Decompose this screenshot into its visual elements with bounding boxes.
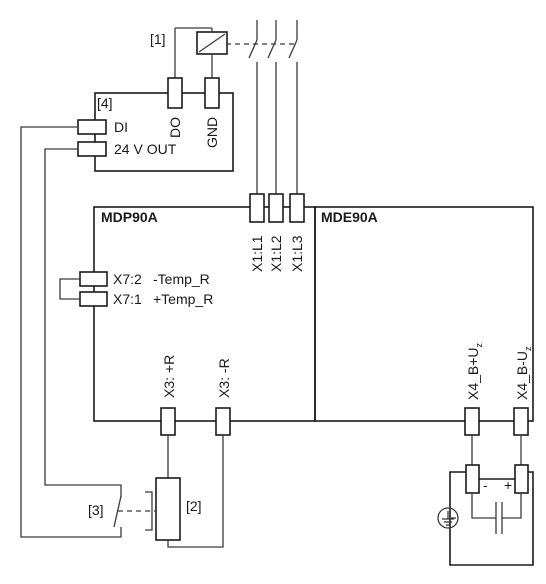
braking-resistor <box>155 477 181 541</box>
brake-minus-label: - <box>483 477 488 493</box>
mdp90a-label: MDP90A <box>101 209 158 225</box>
gnd-label: GND <box>204 117 220 148</box>
x3-minus-r-terminal <box>215 407 231 436</box>
ground-icon <box>437 507 459 529</box>
x4-b-minus-label: X4_B-Uz <box>514 346 533 400</box>
brake-minus-terminal <box>465 464 480 494</box>
out24-label: 24 V OUT <box>114 141 177 157</box>
mde90a-label: MDE90A <box>321 209 378 225</box>
x1-l2-label: X1:L2 <box>268 235 284 272</box>
x3-plus-r-terminal <box>160 407 176 436</box>
out24-terminal <box>77 141 107 157</box>
do-label: DO <box>167 117 183 138</box>
x1-l1-terminal <box>249 193 265 223</box>
x1-l3-terminal <box>289 193 305 223</box>
resistor-ref-label: [2] <box>186 498 202 514</box>
x1-l2-terminal <box>268 193 284 223</box>
x3-minus-r-label: X3: -R <box>216 358 232 398</box>
di-label: DI <box>114 119 128 135</box>
brake-plus-label: + <box>504 477 512 493</box>
x3-plus-r-label: X3: +R <box>161 355 177 398</box>
x7-1-label: X7:1 <box>113 291 142 307</box>
x7-2-terminal <box>79 271 108 287</box>
x7-2-signal: -Temp_R <box>153 271 210 287</box>
x7-1-signal: +Temp_R <box>153 291 213 307</box>
brake-plus-terminal <box>514 464 529 494</box>
di-terminal <box>77 119 107 135</box>
relay-ref-label: [1] <box>150 31 166 47</box>
x4-b-minus-terminal <box>513 407 529 436</box>
x7-2-label: X7:2 <box>113 271 142 287</box>
switch-ref-label: [3] <box>88 502 104 518</box>
gnd-terminal <box>204 77 220 109</box>
x4-b-plus-label: X4_B+Uz <box>465 342 484 400</box>
relay-coil <box>196 31 228 55</box>
controller-ref-label: [4] <box>97 95 113 111</box>
x7-1-terminal <box>79 291 108 307</box>
mains-lines <box>226 20 298 194</box>
x4-b-plus-terminal <box>464 407 480 436</box>
do-terminal <box>167 77 183 109</box>
mde90a-box <box>314 206 534 422</box>
x1-l1-label: X1:L1 <box>249 235 265 272</box>
x1-l3-label: X1:L3 <box>289 235 305 272</box>
